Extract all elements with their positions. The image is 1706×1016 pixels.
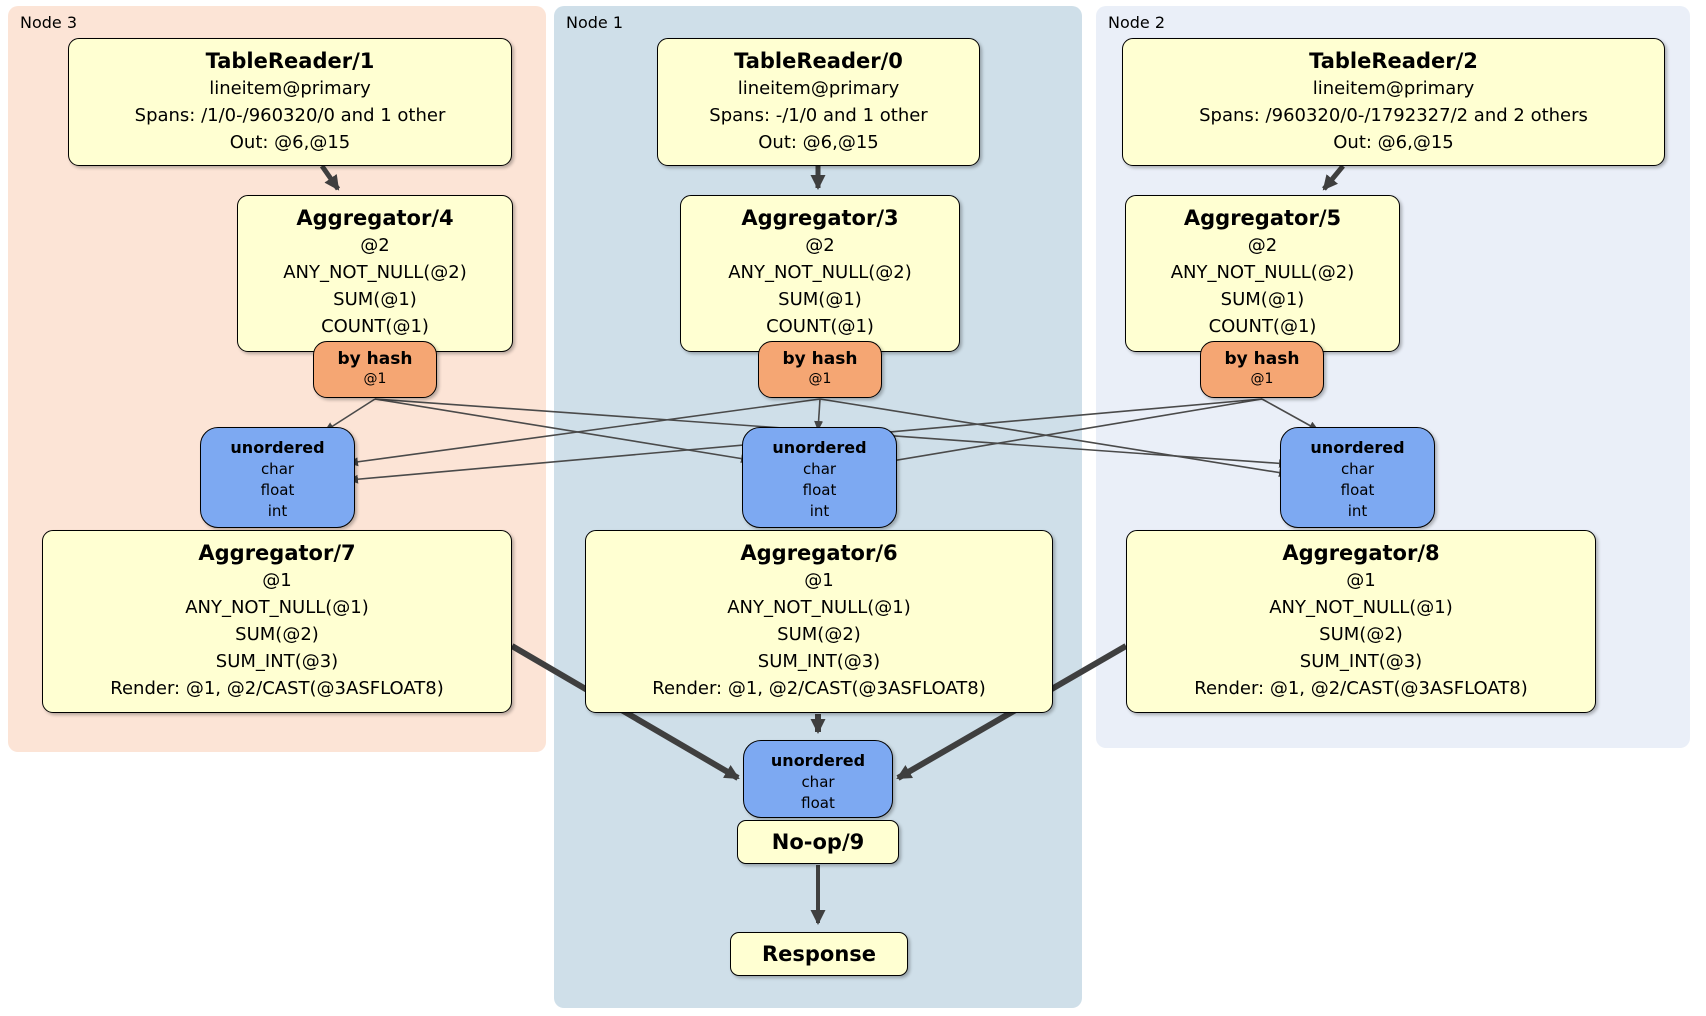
proc-line: Render: @1, @2/CAST(@3ASFLOAT8) [110,678,444,699]
proc-line: ANY_NOT_NULL(@2) [728,262,912,283]
proc-line: Out: @6,@15 [229,132,351,153]
proc-line: SUM(@2) [777,624,861,645]
proc-line: Spans: /1/0-/960320/0 and 1 other [134,105,446,126]
router-detail: @1 [363,371,387,387]
router-detail: @1 [1250,371,1274,387]
sync-line: float [801,794,835,812]
sync-line: float [1340,481,1375,499]
tablereader-1-box: TableReader/1 lineitem@primary Spans: /1… [68,38,512,166]
proc-line: SUM_INT(@3) [757,651,881,672]
tablereader-0-title: TableReader/0 [734,49,903,73]
sync-line: int [1347,502,1368,520]
aggregator-7-title: Aggregator/7 [198,541,356,565]
proc-line: COUNT(@1) [321,316,429,337]
proc-line: COUNT(@1) [766,316,874,337]
by-hash-router-5: by hash @1 [1200,341,1324,398]
sync-line: int [267,502,288,520]
sync-line: char [801,773,835,791]
sync-line: char [260,460,295,478]
node1-label: Node 1 [566,13,624,32]
proc-line: Spans: -/1/0 and 1 other [709,105,928,126]
proc-line: SUM(@2) [1319,624,1403,645]
proc-line: SUM(@1) [1220,289,1305,310]
proc-line: ANY_NOT_NULL(@1) [727,597,911,618]
proc-line: Render: @1, @2/CAST(@3ASFLOAT8) [1194,678,1528,699]
node3-label: Node 3 [20,13,78,32]
aggregator-6-box: Aggregator/6 @1 ANY_NOT_NULL(@1) SUM(@2)… [585,530,1053,713]
final-unordered-sync: unordered char float [743,740,893,818]
proc-line: lineitem@primary [209,78,371,99]
aggregator-4-box: Aggregator/4 @2 ANY_NOT_NULL(@2) SUM(@1)… [237,195,513,352]
aggregator-3-title: Aggregator/3 [741,206,899,230]
proc-line: Out: @6,@15 [758,132,879,153]
router-title: by hash [1224,349,1300,369]
proc-line: SUM(@1) [333,289,417,310]
sync-title: unordered [770,751,866,770]
sync-title: unordered [1310,438,1405,457]
proc-line: @1 [1346,570,1376,591]
proc-line: Out: @6,@15 [1333,132,1454,153]
sync-title: unordered [772,438,867,457]
by-hash-router-3: by hash @1 [758,341,882,398]
aggregator-6-title: Aggregator/6 [740,541,898,565]
proc-line: @2 [1247,235,1278,256]
proc-line: ANY_NOT_NULL(@1) [1269,597,1453,618]
aggregator-4-title: Aggregator/4 [296,206,454,230]
tablereader-0-box: TableReader/0 lineitem@primary Spans: -/… [657,38,980,166]
unordered-sync-8: unordered char float int [1280,427,1435,528]
proc-line: SUM_INT(@3) [1299,651,1423,672]
proc-line: SUM_INT(@3) [215,651,339,672]
noop-9-title: No-op/9 [771,830,865,854]
router-title: by hash [337,349,413,369]
proc-line: ANY_NOT_NULL(@1) [185,597,369,618]
by-hash-router-4: by hash @1 [313,341,437,398]
proc-line: @1 [262,570,292,591]
proc-line: SUM(@2) [235,624,319,645]
node2-label: Node 2 [1108,13,1166,32]
sync-line: char [802,460,837,478]
router-title: by hash [782,349,858,369]
unordered-sync-7: unordered char float int [200,427,355,528]
aggregator-5-title: Aggregator/5 [1183,206,1342,230]
tablereader-2-box: TableReader/2 lineitem@primary Spans: /9… [1122,38,1665,166]
response-title: Response [761,942,877,966]
proc-line: lineitem@primary [737,78,900,99]
router-detail: @1 [808,371,832,387]
proc-line: @1 [804,570,834,591]
response-box: Response [730,932,908,976]
aggregator-5-box: Aggregator/5 @2 ANY_NOT_NULL(@2) SUM(@1)… [1125,195,1400,352]
proc-line: ANY_NOT_NULL(@2) [1170,262,1355,283]
proc-line: COUNT(@1) [1208,316,1317,337]
aggregator-7-box: Aggregator/7 @1 ANY_NOT_NULL(@1) SUM(@2)… [42,530,512,713]
proc-line: Render: @1, @2/CAST(@3ASFLOAT8) [652,678,986,699]
unordered-sync-6: unordered char float int [742,427,897,528]
sync-title: unordered [230,438,325,457]
sync-line: float [802,481,837,499]
proc-line: SUM(@1) [778,289,862,310]
aggregator-8-title: Aggregator/8 [1282,541,1440,565]
aggregator-8-box: Aggregator/8 @1 ANY_NOT_NULL(@1) SUM(@2)… [1126,530,1596,713]
proc-line: lineitem@primary [1312,78,1475,99]
proc-line: @2 [805,235,835,256]
proc-line: ANY_NOT_NULL(@2) [283,262,467,283]
noop-9-box: No-op/9 [737,820,899,864]
proc-line: Spans: /960320/0-/1792327/2 and 2 others [1199,105,1588,126]
sync-line: float [260,481,295,499]
aggregator-3-box: Aggregator/3 @2 ANY_NOT_NULL(@2) SUM(@1)… [680,195,960,352]
sync-line: int [809,502,830,520]
tablereader-1-title: TableReader/1 [205,49,375,73]
tablereader-2-title: TableReader/2 [1309,49,1478,73]
proc-line: @2 [360,235,390,256]
sync-line: char [1340,460,1375,478]
